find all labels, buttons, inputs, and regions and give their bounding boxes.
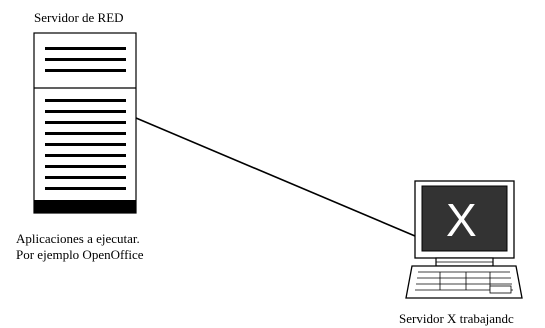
server-apps-line1: Aplicaciones a ejecutar. [16,231,140,246]
server-tower-icon [33,32,137,214]
client-caption: Servidor X trabajandc [399,311,514,326]
server-apps-line2: Por ejemplo OpenOffice [16,247,144,262]
network-link-line [135,117,416,237]
screen-x-glyph: X [446,194,477,246]
workstation-icon [405,180,523,299]
server-title: Servidor de RED [34,10,124,25]
